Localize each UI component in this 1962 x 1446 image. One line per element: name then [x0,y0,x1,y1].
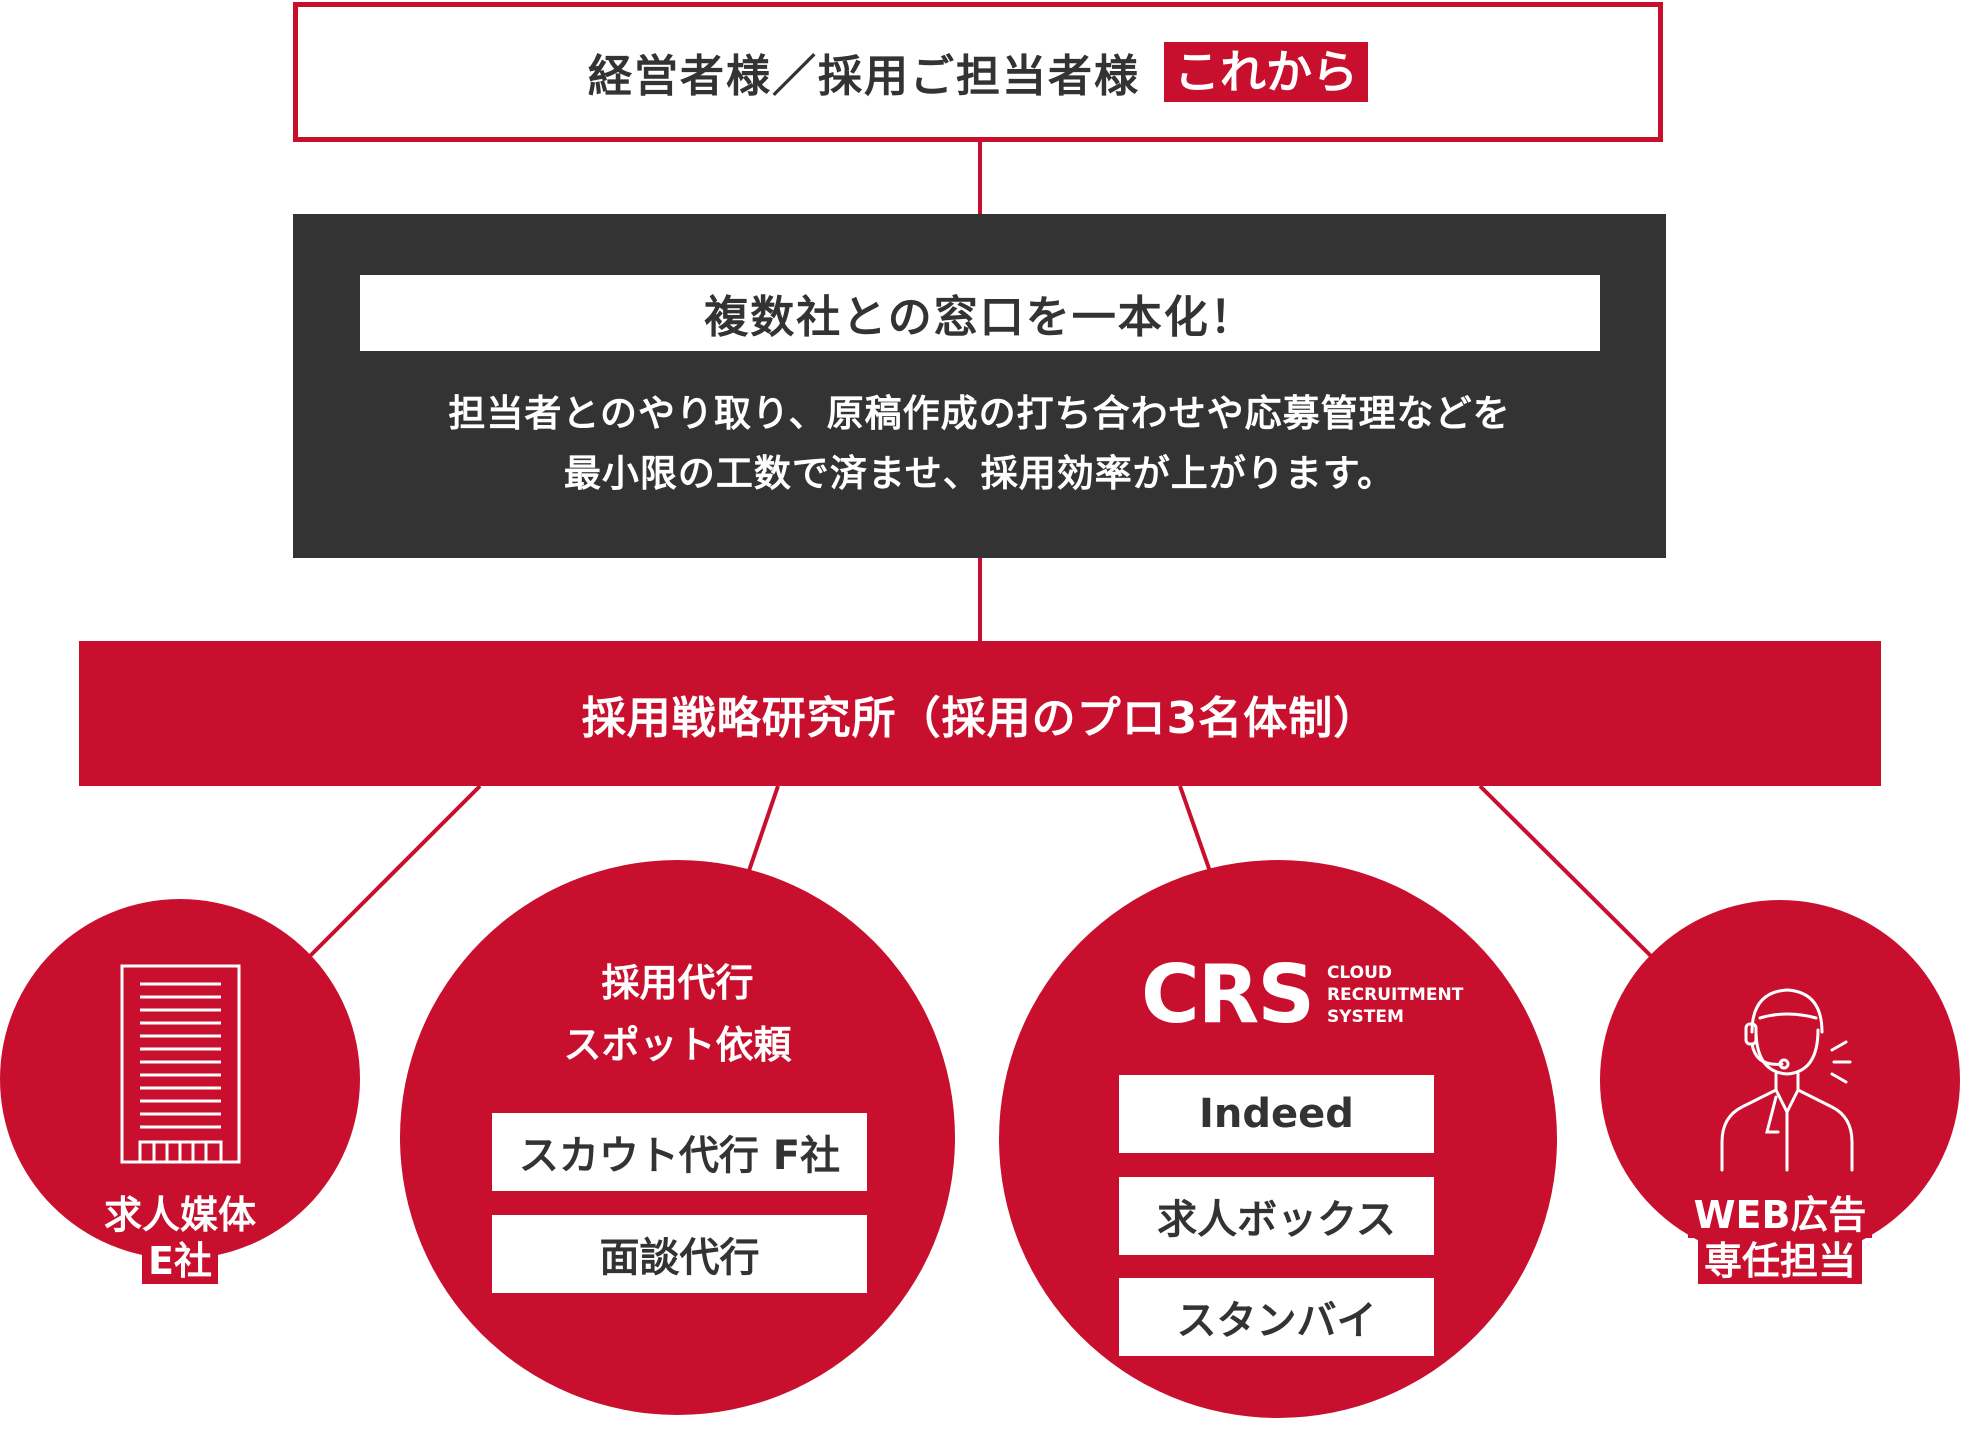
crs-item-standby: スタンバイ [1119,1278,1434,1356]
node-recruitment-agency: 採用代行 スポット依頼 スカウト代行 F社 面談代行 [400,860,955,1415]
connector-web [1478,784,1658,963]
connector-media [304,784,482,962]
audience-title: 経営者様／採用ご担当者様 [588,51,1140,102]
crs-logo: CRS CLOUD RECRUITMENT SYSTEM [1141,955,1463,1035]
benefit-heading: 複数社との窓口を一本化！ [704,292,1256,343]
benefit-box: 複数社との窓口を一本化！ 担当者とのやり取り、原稿作成の打ち合わせや応募管理など… [293,214,1666,558]
node-crs: CRS CLOUD RECRUITMENT SYSTEM Indeed 求人ボッ… [999,860,1557,1418]
hub-title: 採用戦略研究所（採用のプロ3名体制） [581,692,1379,744]
agency-title: 採用代行 スポット依頼 [400,952,955,1076]
crs-logo-text: CRS [1141,948,1315,1041]
media-label: 求人媒体 E社 [80,1192,280,1284]
crs-logo-subtitle: CLOUD RECRUITMENT SYSTEM [1327,962,1463,1028]
crs-sub-line2: RECRUITMENT [1326,985,1464,1005]
benefit-heading-box: 複数社との窓口を一本化！ [360,275,1600,351]
agency-item-interview: 面談代行 [492,1215,867,1293]
web-label-line2: 専任担当 [1697,1238,1862,1284]
media-label-line1: 求人媒体 [97,1192,262,1238]
benefit-line-2: 最小限の工数で済ませ、採用効率が上がります。 [563,452,1396,495]
crs-sub-line1: CLOUD [1326,963,1393,983]
web-label-line1: WEB広告 [1687,1192,1873,1238]
agency-item-scout: スカウト代行 F社 [492,1113,867,1191]
crs-sub-line3: SYSTEM [1326,1007,1404,1027]
headset-operator-icon [1720,988,1854,1172]
benefit-description: 担当者とのやり取り、原稿作成の打ち合わせや応募管理などを 最小限の工数で済ませ、… [293,384,1666,504]
audience-badge: これから [1164,42,1368,102]
target-audience-box: 経営者様／採用ご担当者様 これから [293,2,1663,142]
benefit-line-1: 担当者とのやり取り、原稿作成の打ち合わせや応募管理などを [448,392,1511,435]
web-label: WEB広告 専任担当 [1660,1192,1900,1284]
crs-item-kyujin-box: 求人ボックス [1119,1177,1434,1255]
crs-item-indeed: Indeed [1119,1075,1434,1153]
document-list-icon [120,964,241,1164]
hub-bar: 採用戦略研究所（採用のプロ3名体制） [79,641,1881,786]
agency-title-line2: スポット依頼 [563,1023,792,1067]
media-label-line2: E社 [142,1238,218,1284]
agency-title-line1: 採用代行 [601,961,754,1005]
